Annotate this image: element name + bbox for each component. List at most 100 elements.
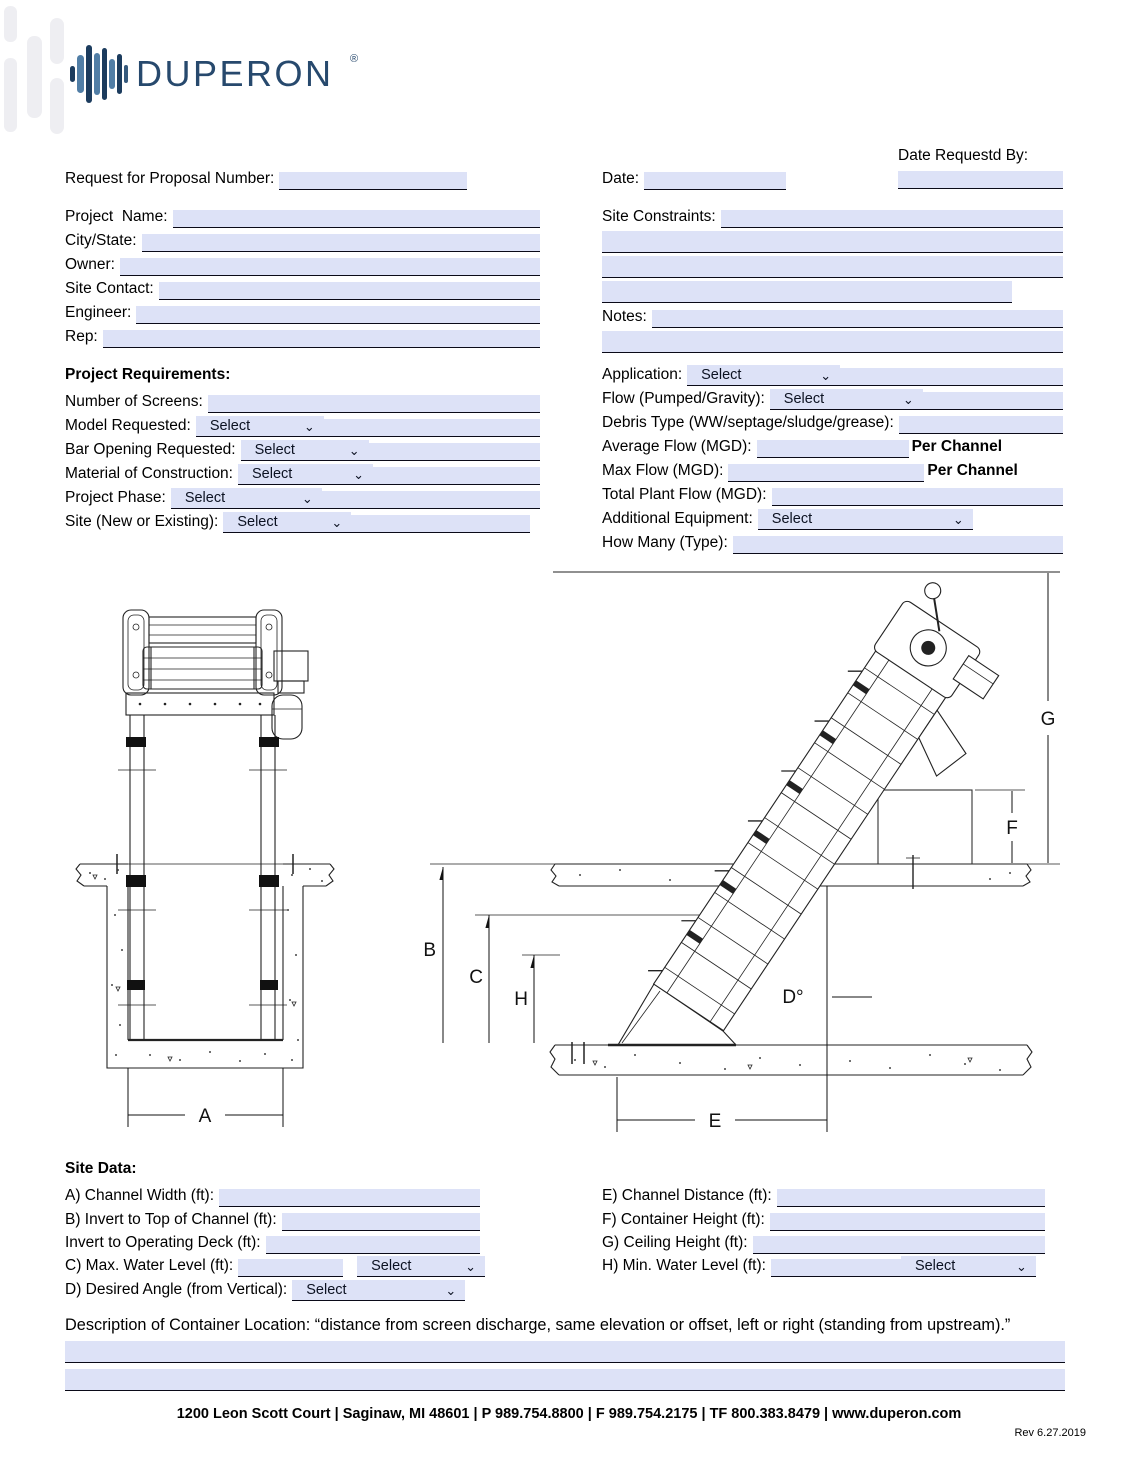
invert-top-channel-field[interactable] bbox=[281, 1213, 480, 1231]
flow-field[interactable] bbox=[922, 392, 1063, 410]
engineer-field[interactable] bbox=[136, 306, 540, 324]
debris-type-row: Debris Type (WW/septage/sludge/grease): bbox=[602, 410, 1063, 434]
channel-width-field[interactable] bbox=[219, 1189, 480, 1207]
application-field[interactable] bbox=[840, 368, 1063, 386]
rfp-number-label: Request for Proposal Number: bbox=[65, 170, 275, 187]
dim-label-d: D° bbox=[782, 987, 803, 1008]
site-constraints-line-2[interactable] bbox=[602, 231, 1063, 253]
dim-label-g: G bbox=[1041, 709, 1056, 730]
max-flow-row: Max Flow (MGD): Per Channel bbox=[602, 458, 1063, 482]
inclined-screen-drawing bbox=[608, 582, 1000, 1047]
notes-line-2[interactable] bbox=[602, 331, 1063, 353]
chevron-down-icon: ⌄ bbox=[348, 442, 360, 458]
container-location-description-label: Description of Container Location: “dist… bbox=[65, 1316, 1011, 1334]
owner-field[interactable] bbox=[119, 258, 540, 276]
invert-top-channel-row: B) Invert to Top of Channel (ft): bbox=[65, 1207, 480, 1231]
bar-opening-field[interactable] bbox=[368, 443, 540, 461]
number-of-screens-label: Number of Screens: bbox=[65, 393, 203, 410]
channel-distance-field[interactable] bbox=[776, 1189, 1045, 1207]
site-contact-field[interactable] bbox=[158, 282, 540, 300]
invert-operating-deck-row: Invert to Operating Deck (ft): bbox=[65, 1230, 480, 1254]
watermark-bars bbox=[4, 6, 64, 134]
owner-row: Owner: bbox=[65, 252, 540, 276]
how-many-label: How Many (Type): bbox=[602, 534, 728, 551]
revision-label: Rev 6.27.2019 bbox=[1014, 1427, 1086, 1439]
footer-address: 1200 Leon Scott Court | Saginaw, MI 4860… bbox=[176, 1406, 962, 1422]
notes-field[interactable] bbox=[651, 310, 1063, 328]
site-contact-row: Site Contact: bbox=[65, 276, 540, 300]
number-of-screens-row: Number of Screens: bbox=[65, 389, 540, 413]
project-name-label: Project Name: bbox=[65, 208, 168, 225]
dimension-lines: A B C H G F D° E bbox=[127, 573, 1056, 1132]
site-constraints-label: Site Constraints: bbox=[602, 208, 716, 225]
rfp-number-field[interactable] bbox=[279, 172, 467, 190]
date-field[interactable] bbox=[644, 172, 786, 190]
model-requested-select[interactable]: Select⌄ bbox=[195, 416, 324, 437]
site-new-existing-field[interactable] bbox=[351, 515, 530, 533]
material-row: Material of Construction: Select⌄ bbox=[65, 461, 540, 485]
site-constraints-line-3[interactable] bbox=[602, 256, 1063, 278]
channel-distance-row: E) Channel Distance (ft): bbox=[602, 1183, 1045, 1207]
additional-equipment-select[interactable]: Select⌄ bbox=[757, 509, 973, 530]
technical-diagram: A B C H G F D° E bbox=[75, 571, 1060, 1132]
site-new-existing-row: Site (New or Existing): Select⌄ bbox=[65, 509, 530, 533]
max-flow-label: Max Flow (MGD): bbox=[602, 462, 724, 479]
average-flow-row: Average Flow (MGD): Per Channel bbox=[602, 434, 1063, 458]
ceiling-height-field[interactable] bbox=[752, 1236, 1045, 1254]
min-water-level-label: H) Min. Water Level (ft): bbox=[602, 1257, 766, 1274]
how-many-field[interactable] bbox=[732, 536, 1063, 554]
project-name-field[interactable] bbox=[172, 210, 540, 228]
container-location-line-2[interactable] bbox=[65, 1369, 1065, 1391]
flow-select[interactable]: Select⌄ bbox=[769, 389, 923, 410]
city-state-field[interactable] bbox=[141, 234, 540, 252]
project-phase-label: Project Phase: bbox=[65, 489, 166, 506]
min-water-level-select[interactable]: Select⌄ bbox=[900, 1256, 1036, 1277]
average-flow-label: Average Flow (MGD): bbox=[602, 438, 752, 455]
desired-angle-select[interactable]: Select⌄ bbox=[292, 1280, 466, 1301]
project-phase-select[interactable]: Select⌄ bbox=[170, 488, 322, 509]
owner-label: Owner: bbox=[65, 256, 115, 273]
chevron-down-icon: ⌄ bbox=[301, 490, 313, 506]
model-requested-field[interactable] bbox=[323, 419, 540, 437]
min-water-level-field[interactable] bbox=[770, 1259, 901, 1277]
dim-label-b: B bbox=[423, 940, 436, 961]
bar-opening-select[interactable]: Select⌄ bbox=[240, 440, 369, 461]
dim-label-f: F bbox=[1006, 818, 1018, 839]
channel-distance-label: E) Channel Distance (ft): bbox=[602, 1187, 772, 1204]
chevron-down-icon: ⌄ bbox=[303, 418, 315, 434]
rep-field[interactable] bbox=[102, 330, 540, 348]
site-constraints-field[interactable] bbox=[720, 210, 1063, 228]
front-view-drawing bbox=[75, 609, 335, 1069]
application-label: Application: bbox=[602, 366, 683, 383]
total-plant-flow-field[interactable] bbox=[771, 488, 1063, 506]
total-plant-flow-label: Total Plant Flow (MGD): bbox=[602, 486, 767, 503]
container-height-field[interactable] bbox=[769, 1213, 1045, 1231]
duperon-logo: DUPERON ® bbox=[70, 45, 358, 103]
average-flow-field[interactable] bbox=[756, 440, 909, 458]
site-new-existing-select[interactable]: Select⌄ bbox=[223, 512, 352, 533]
how-many-row: How Many (Type): bbox=[602, 530, 1063, 554]
flow-label: Flow (Pumped/Gravity): bbox=[602, 390, 765, 407]
max-water-level-field[interactable] bbox=[238, 1259, 344, 1277]
material-select[interactable]: Select⌄ bbox=[238, 464, 373, 485]
invert-top-channel-label: B) Invert to Top of Channel (ft): bbox=[65, 1211, 277, 1228]
select-value: Select bbox=[771, 511, 813, 527]
min-water-level-row: H) Min. Water Level (ft): Select⌄ bbox=[602, 1253, 1045, 1277]
site-constraints-line-4[interactable] bbox=[602, 281, 1012, 303]
invert-operating-deck-field[interactable] bbox=[265, 1236, 480, 1254]
project-phase-field[interactable] bbox=[321, 491, 540, 509]
channel-width-row: A) Channel Width (ft): bbox=[65, 1183, 480, 1207]
ceiling-height-label: G) Ceiling Height (ft): bbox=[602, 1234, 748, 1251]
max-flow-field[interactable] bbox=[728, 464, 925, 482]
max-water-level-select[interactable]: Select⌄ bbox=[357, 1256, 485, 1277]
application-select[interactable]: Select⌄ bbox=[687, 365, 841, 386]
rep-row: Rep: bbox=[65, 324, 540, 348]
number-of-screens-field[interactable] bbox=[207, 395, 540, 413]
date-requested-by-field[interactable] bbox=[898, 171, 1063, 189]
material-label: Material of Construction: bbox=[65, 465, 233, 482]
rfp-number-row: Request for Proposal Number: bbox=[65, 166, 467, 190]
container-location-line-1[interactable] bbox=[65, 1341, 1065, 1363]
debris-type-field[interactable] bbox=[898, 416, 1063, 434]
select-value: Select bbox=[914, 1258, 956, 1274]
material-field[interactable] bbox=[373, 467, 540, 485]
